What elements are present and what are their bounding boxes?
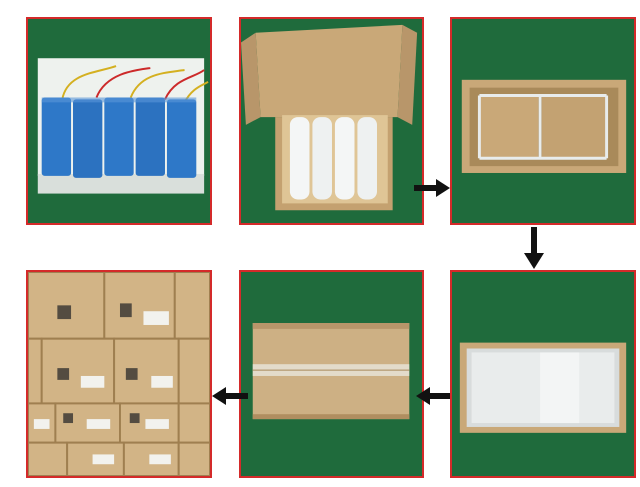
photo-stacked-cartons xyxy=(26,270,212,478)
photo-sealed-carton xyxy=(239,270,424,478)
photo-inner-box xyxy=(239,17,424,225)
arrow-down-3-to-4 xyxy=(524,227,544,269)
arrow-left-5-to-6 xyxy=(212,387,248,405)
arrow-right-2-to-3 xyxy=(414,179,450,197)
photo-battery-packs xyxy=(26,17,212,225)
photo-outer-box-foam xyxy=(450,270,636,478)
arrow-left-4-to-5 xyxy=(416,387,450,405)
photo-outer-box-dividers xyxy=(450,17,636,225)
